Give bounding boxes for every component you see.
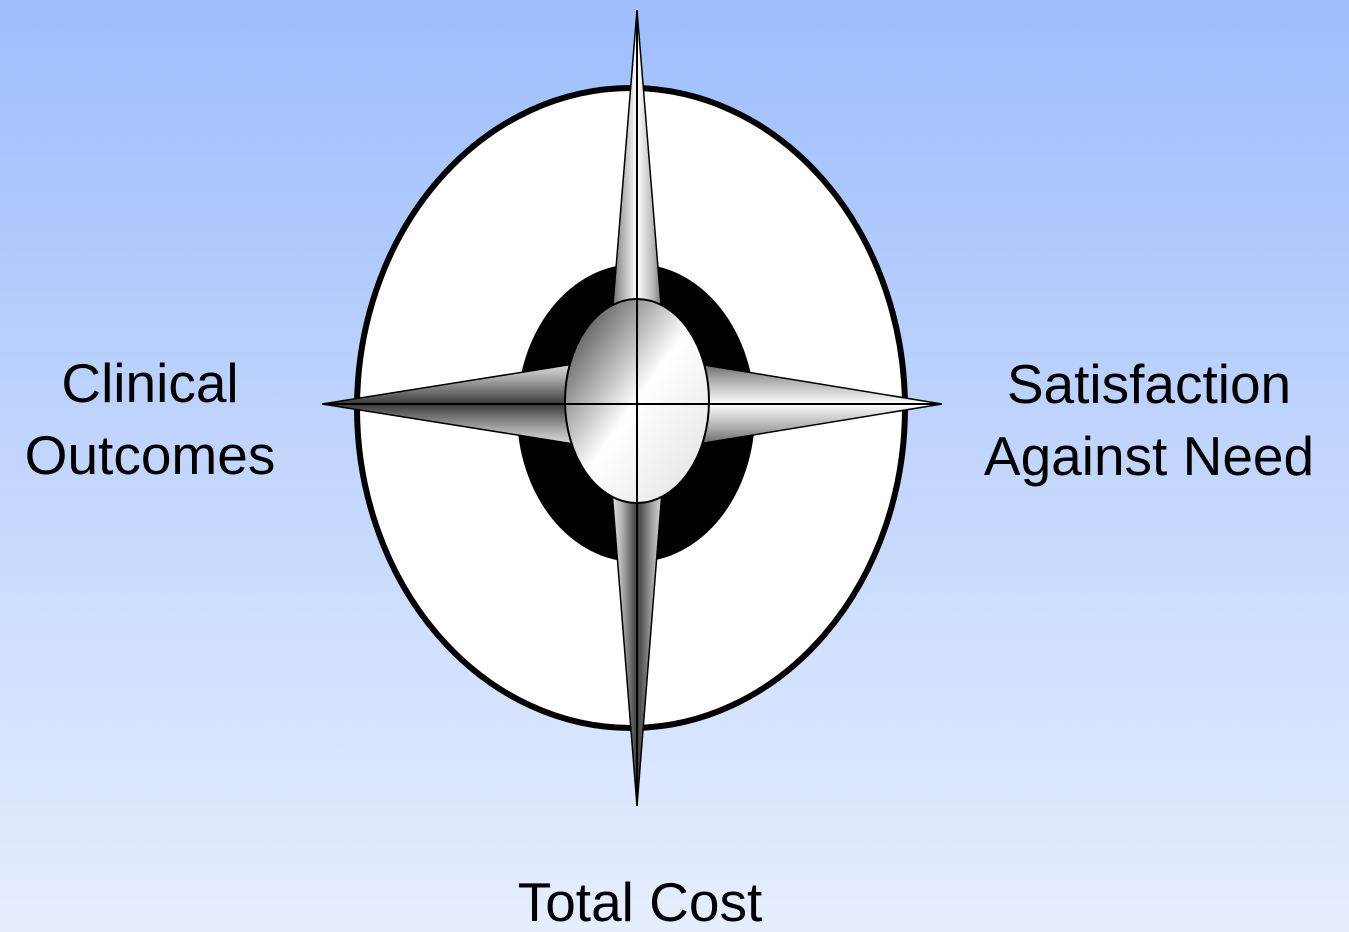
label-clinical-outcomes-line-2: Outcomes <box>2 419 298 491</box>
label-clinical-outcomes-line-1: Clinical <box>2 347 298 419</box>
label-clinical-outcomes: Clinical Outcomes <box>2 347 298 491</box>
label-total-cost: Total Cost <box>440 866 840 932</box>
label-satisfaction-line-2: Against Need <box>952 420 1346 492</box>
label-satisfaction-against-need: Satisfaction Against Need <box>952 348 1346 492</box>
label-satisfaction-line-1: Satisfaction <box>952 348 1346 420</box>
